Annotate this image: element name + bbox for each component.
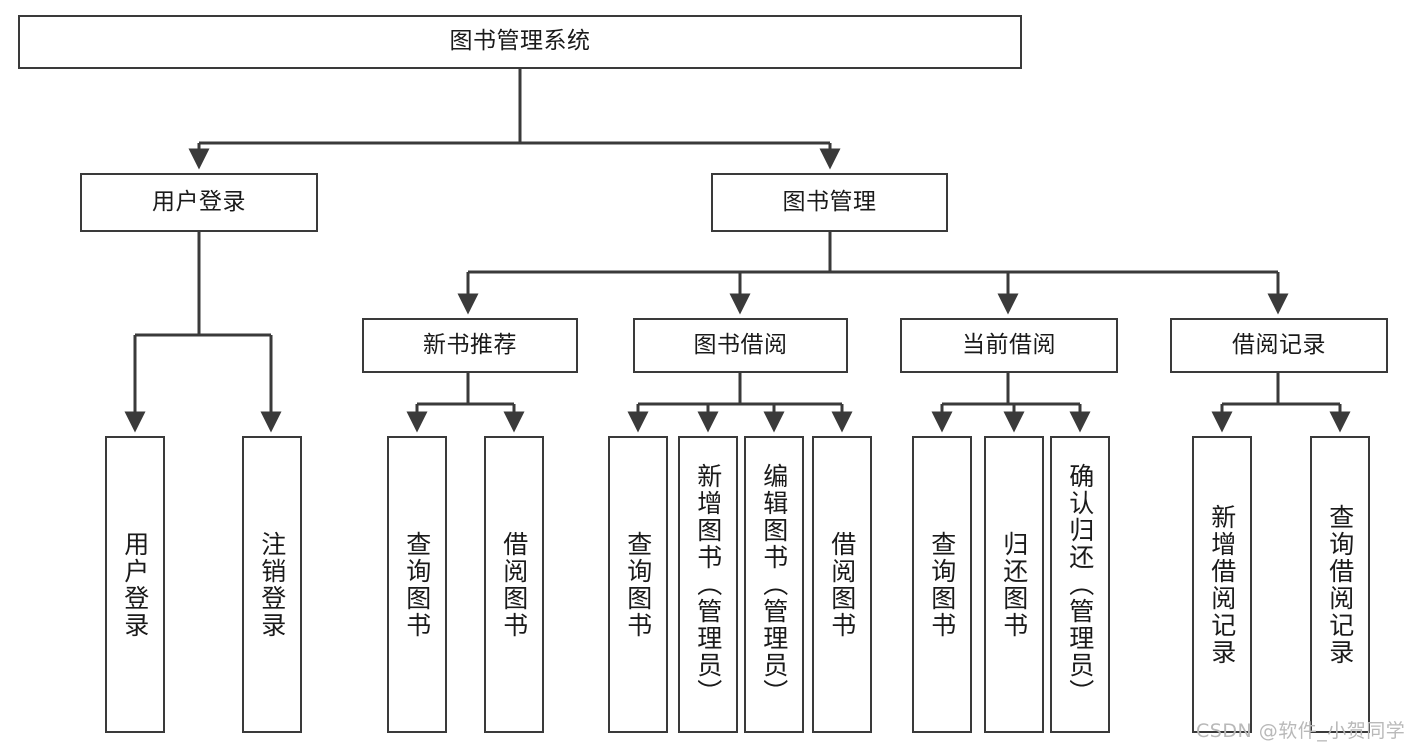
leaf-logout-label: 注销登录 — [257, 530, 287, 639]
leaf-add-borrow-record[interactable]: 新增借阅记录 — [1192, 436, 1252, 733]
leaf-return-book[interactable]: 归还图书 — [984, 436, 1044, 733]
leaf-return-book-label: 归还图书 — [999, 530, 1029, 639]
leaf-query-book-current-label: 查询图书 — [927, 530, 957, 639]
leaf-add-book-admin-label: 新增图书（管理员） — [693, 463, 723, 706]
node-borrow-records-label: 借阅记录 — [1232, 331, 1326, 358]
leaf-add-borrow-record-label: 新增借阅记录 — [1207, 503, 1237, 666]
node-user-login[interactable]: 用户登录 — [80, 173, 318, 232]
leaf-query-borrow-record-label: 查询借阅记录 — [1325, 503, 1355, 666]
node-user-login-label: 用户登录 — [152, 188, 246, 215]
leaf-user-login[interactable]: 用户登录 — [105, 436, 165, 733]
leaf-confirm-return-admin-label: 确认归还（管理员） — [1065, 463, 1095, 706]
leaf-query-book-borrow[interactable]: 查询图书 — [608, 436, 668, 733]
leaf-confirm-return-admin[interactable]: 确认归还（管理员） — [1050, 436, 1110, 733]
node-root[interactable]: 图书管理系统 — [18, 15, 1022, 69]
node-borrow-records[interactable]: 借阅记录 — [1170, 318, 1388, 373]
node-current-borrow[interactable]: 当前借阅 — [900, 318, 1118, 373]
node-current-borrow-label: 当前借阅 — [962, 331, 1056, 358]
leaf-edit-book-admin[interactable]: 编辑图书（管理员） — [744, 436, 804, 733]
leaf-borrow-book-recommend-label: 借阅图书 — [499, 530, 529, 639]
leaf-logout[interactable]: 注销登录 — [242, 436, 302, 733]
node-book-management[interactable]: 图书管理 — [711, 173, 948, 232]
leaf-query-borrow-record[interactable]: 查询借阅记录 — [1310, 436, 1370, 733]
node-book-management-label: 图书管理 — [782, 188, 877, 215]
leaf-add-book-admin[interactable]: 新增图书（管理员） — [678, 436, 738, 733]
leaf-user-login-label: 用户登录 — [120, 530, 150, 639]
leaf-borrow-book[interactable]: 借阅图书 — [812, 436, 872, 733]
leaf-query-book-recommend[interactable]: 查询图书 — [387, 436, 447, 733]
watermark: CSDN @软件_小贺同学 — [1196, 720, 1405, 742]
node-book-borrow-label: 图书借阅 — [693, 331, 788, 358]
leaf-borrow-book-label: 借阅图书 — [827, 530, 857, 639]
node-new-book-recommend[interactable]: 新书推荐 — [362, 318, 578, 373]
leaf-query-book-recommend-label: 查询图书 — [402, 530, 432, 639]
node-root-label: 图书管理系统 — [449, 28, 591, 55]
leaf-query-book-current[interactable]: 查询图书 — [912, 436, 972, 733]
leaf-query-book-borrow-label: 查询图书 — [623, 530, 653, 639]
leaf-borrow-book-recommend[interactable]: 借阅图书 — [484, 436, 544, 733]
node-book-borrow[interactable]: 图书借阅 — [633, 318, 848, 373]
leaf-edit-book-admin-label: 编辑图书（管理员） — [759, 463, 789, 706]
node-new-book-recommend-label: 新书推荐 — [423, 331, 517, 358]
